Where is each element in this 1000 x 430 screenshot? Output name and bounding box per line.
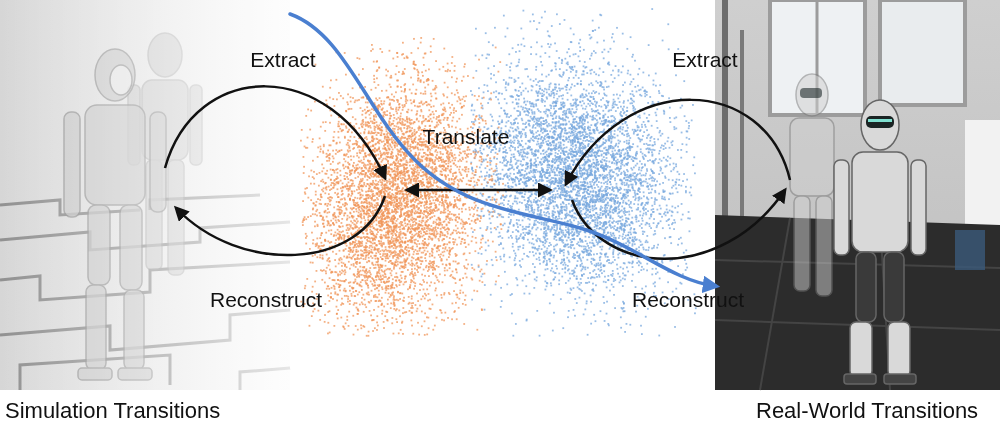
extract-arrow: [566, 100, 790, 184]
translate-arrow: [407, 189, 550, 192]
arrow-label: Reconstruct: [632, 288, 744, 312]
reconstruct-arrow: [176, 196, 385, 255]
panel-caption: Real-World Transitions: [756, 398, 978, 424]
arrow-label: Reconstruct: [210, 288, 322, 312]
image-panel: Real-World Transitions: [715, 0, 1000, 390]
image-panel: Simulation Transitions: [0, 0, 290, 390]
arrow-label: Translate: [423, 125, 510, 149]
reconstruct-arrow: [572, 190, 785, 259]
arrow-label: Extract: [250, 48, 315, 72]
extract-arrow: [165, 86, 385, 178]
transfer-curve: [290, 14, 715, 286]
arrow-label: Extract: [672, 48, 737, 72]
panel-caption: Simulation Transitions: [5, 398, 220, 424]
